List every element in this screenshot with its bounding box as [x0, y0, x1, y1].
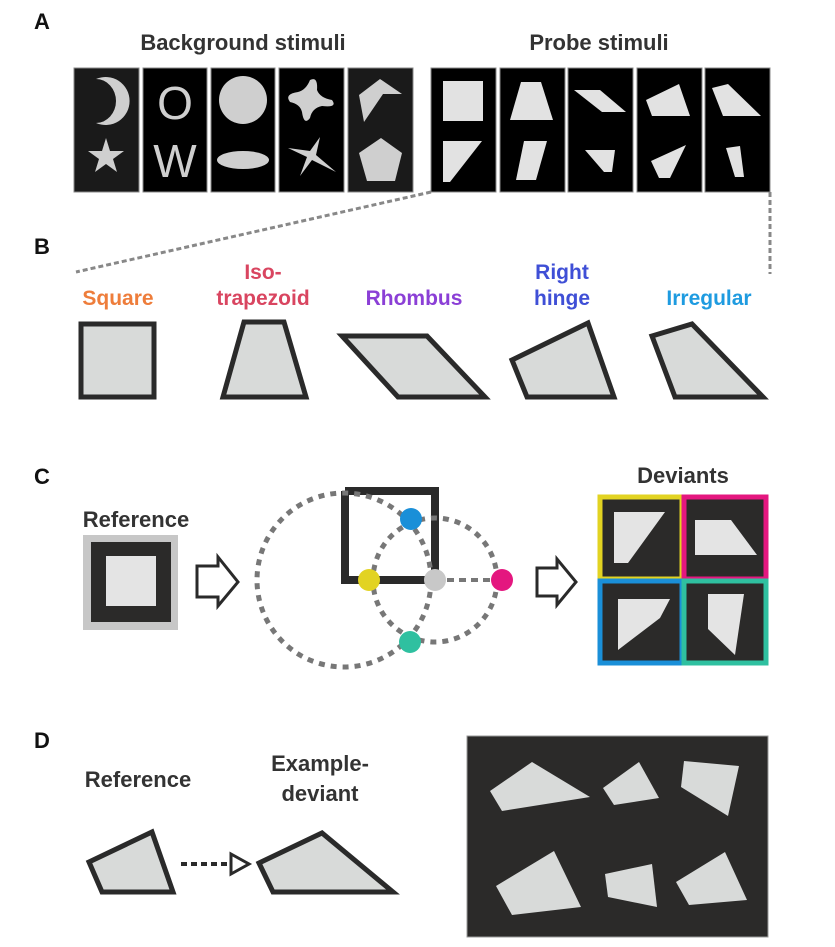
panel-letter-a: A: [34, 9, 50, 34]
background-stimuli-strip: O W: [73, 67, 414, 193]
vertex-dot-teal: [399, 631, 421, 653]
display-shape: [490, 762, 590, 811]
reference-stimulus: [83, 535, 178, 630]
example-deviant-label-line2: deviant: [281, 781, 359, 806]
display-shape: [605, 864, 657, 907]
panel-letter-c: C: [34, 464, 50, 489]
background-tile: [210, 67, 276, 193]
probe-rhombus-shape: [574, 90, 626, 112]
panel-c: C Reference Deviants: [34, 463, 769, 670]
background-tile: [278, 67, 345, 193]
probe-tile-rhombus: [567, 67, 634, 193]
probe-square-shape: [443, 81, 483, 121]
arrow-right-icon: [535, 554, 578, 610]
arrow-head-icon: [229, 851, 253, 877]
chevron-shape: [359, 79, 402, 122]
panel-d: D Reference Example- deviant: [34, 728, 769, 938]
category-label-irregular: Irregular: [666, 287, 751, 310]
zoom-connector-left: [75, 190, 432, 274]
category-label-right-hinge-line1: Right: [535, 261, 589, 284]
arrow-right-icon: [195, 552, 240, 611]
category-label-square: Square: [82, 287, 153, 310]
sharp-star-shape: [288, 137, 336, 176]
panel-a: A Background stimuli Probe stimuli O W: [34, 9, 772, 274]
reference-shape-d: [85, 828, 177, 895]
display-shape: [676, 852, 747, 905]
probe-stimuli-strip: [430, 67, 771, 193]
category-label-right-hinge-line2: hinge: [534, 287, 590, 310]
example-deviant-shape: [255, 830, 400, 895]
background-tile: [73, 67, 140, 193]
deviant-tile-blue: [597, 578, 685, 666]
probe-trapezoid-shape: [510, 82, 553, 120]
panel-letter-b: B: [34, 234, 50, 259]
circle-shape: [219, 76, 267, 124]
rhombus-shape: [336, 333, 491, 400]
deviant-tile-yellow: [597, 494, 685, 582]
reference-label: Reference: [83, 507, 189, 532]
blob-cross-shape: [288, 79, 334, 121]
letter-w-shape: W: [153, 135, 197, 187]
probe-trapezoid-deviant-shape: [516, 141, 547, 180]
display-shape: [681, 761, 739, 816]
probe-tile-irregular: [704, 67, 771, 193]
probe-tile-right-hinge: [636, 67, 703, 193]
vertex-dot-yellow: [358, 569, 380, 591]
probe-hinge-deviant-shape: [651, 145, 686, 178]
vertex-dot-blue: [400, 508, 422, 530]
display-shape: [603, 762, 659, 805]
background-tile: [347, 67, 414, 193]
probe-tile-iso-trapezoid: [499, 67, 566, 193]
panel-b: B Square Iso- trapezoid Rhombus Right hi…: [34, 234, 769, 400]
right-hinge-shape: [508, 319, 618, 400]
deviants-label: Deviants: [637, 463, 729, 488]
reference-label-d: Reference: [85, 767, 191, 792]
probe-irregular-shape: [712, 84, 761, 116]
probe-square-deviant-shape: [443, 141, 482, 182]
background-stimuli-title: Background stimuli: [140, 30, 345, 55]
category-label-rhombus: Rhombus: [366, 287, 463, 310]
square-shape: [78, 321, 157, 400]
crescent-shape: [96, 77, 130, 125]
category-label-iso-trapezoid-line1: Iso-: [244, 261, 281, 284]
probe-stimuli-title: Probe stimuli: [529, 30, 668, 55]
example-deviant-label-line1: Example-: [271, 751, 369, 776]
irregular-shape: [648, 321, 769, 400]
iso-trapezoid-shape: [219, 319, 310, 400]
deviant-tile-magenta: [681, 494, 769, 582]
ellipse-shape: [217, 151, 269, 169]
probe-rhombus-deviant-shape: [585, 150, 615, 172]
search-display: [466, 735, 769, 938]
letter-o-shape: O: [157, 77, 193, 129]
vertex-dot-magenta: [491, 569, 513, 591]
panel-letter-d: D: [34, 728, 50, 753]
probe-irregular-deviant-shape: [726, 146, 744, 177]
vertex-dot-grey: [424, 569, 446, 591]
display-shape: [496, 851, 581, 915]
star-shape: [88, 138, 124, 172]
category-label-iso-trapezoid-line2: trapezoid: [216, 287, 309, 310]
deviant-tile-teal: [681, 578, 769, 666]
pentagon-shape: [359, 138, 402, 181]
deviant-construction-diagram: [254, 487, 513, 670]
deviants-grid: [597, 494, 769, 666]
probe-tile-square: [430, 67, 497, 193]
probe-hinge-shape: [646, 84, 690, 116]
background-tile: O W: [142, 67, 208, 193]
